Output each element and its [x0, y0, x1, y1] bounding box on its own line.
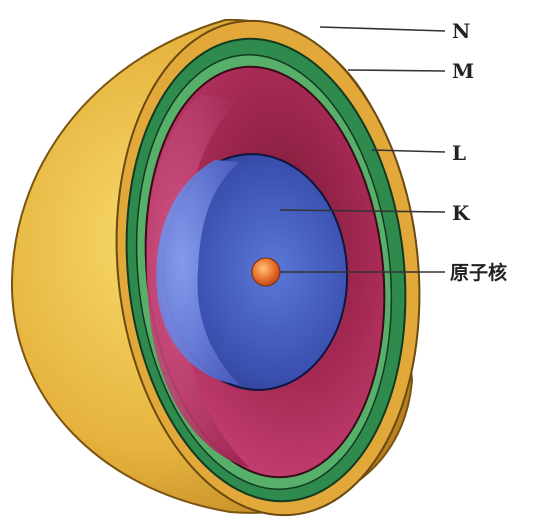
leader-n	[320, 27, 445, 31]
label-n: N	[452, 19, 470, 43]
nucleus	[252, 258, 280, 286]
label-m: M	[452, 59, 474, 83]
label-k: K	[452, 201, 470, 225]
label-l: L	[452, 141, 466, 165]
leader-m	[348, 70, 445, 71]
label-nucleus: 原子核	[450, 261, 507, 284]
